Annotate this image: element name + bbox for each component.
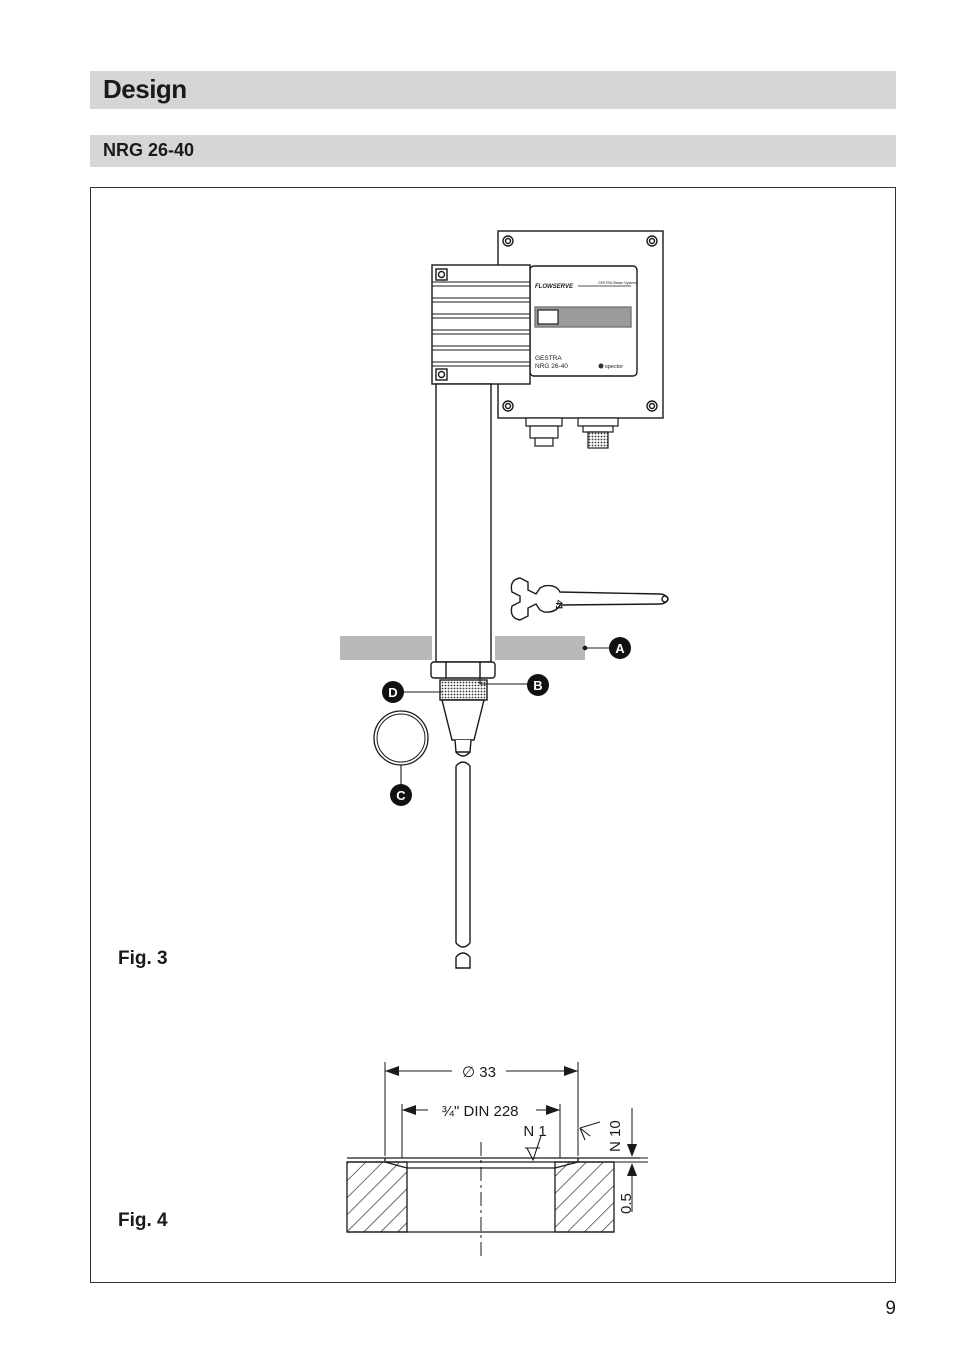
svg-text:B: B — [533, 678, 542, 693]
callout-leaders — [400, 645, 610, 785]
brand-logo: FLOWSERVE — [535, 284, 574, 290]
hex-nut — [430, 661, 496, 679]
outer-diameter-dim: ∅ 33 — [462, 1064, 496, 1081]
electrode-tip-taper — [441, 699, 485, 741]
product-label-1: GESTRA — [535, 355, 562, 362]
spector-logo-text: spector — [605, 364, 623, 370]
figure-frame — [90, 187, 896, 1283]
wall-section-left — [346, 1161, 408, 1233]
brand-tagline: GESTRA Steam Systems — [598, 281, 638, 285]
thread-spec-dim: ¾" DIN 228 — [441, 1103, 518, 1120]
cooling-fin-block — [431, 264, 531, 385]
page-number: 9 — [885, 1298, 896, 1319]
level-electrode-drawing — [340, 230, 669, 969]
fig4-label: Fig. 4 — [118, 1210, 168, 1231]
subsection-title: NRG 26-40 — [103, 140, 195, 160]
vessel-wall-right — [495, 636, 585, 660]
cable-glands — [525, 417, 619, 449]
section-title: Design — [103, 74, 187, 104]
surface-finish-n1: N 1 — [523, 1123, 546, 1140]
thread-seat-drawing — [346, 1062, 648, 1258]
display-strip — [534, 306, 632, 328]
spanner-size: 41 — [554, 600, 564, 610]
display-window — [537, 309, 559, 325]
svg-text:D: D — [388, 685, 397, 700]
svg-text:C: C — [396, 788, 406, 803]
product-label-2: NRG 26-40 — [535, 363, 568, 370]
callout-d: D — [382, 681, 404, 703]
open-end-spanner — [510, 577, 669, 621]
vessel-wall-left — [340, 636, 432, 660]
wall-section-right — [554, 1161, 615, 1233]
svg-text:A: A — [615, 641, 625, 656]
surface-finish-n10: N 10 — [607, 1120, 624, 1152]
cooling-fins — [432, 281, 530, 367]
spector-logo-icon — [598, 363, 604, 369]
dimension-arrows — [385, 1066, 637, 1176]
fig3-label: Fig. 3 — [118, 948, 168, 969]
housing-screws — [502, 235, 658, 412]
section-title-bar: Design — [90, 71, 896, 109]
callout-c: C — [390, 784, 412, 806]
depth-dim: 0.5 — [618, 1193, 635, 1214]
electrode-shaft — [435, 383, 492, 663]
callout-b: B — [527, 674, 549, 696]
callout-a: A — [609, 637, 631, 659]
subsection-title-bar: NRG 26-40 — [90, 135, 896, 167]
